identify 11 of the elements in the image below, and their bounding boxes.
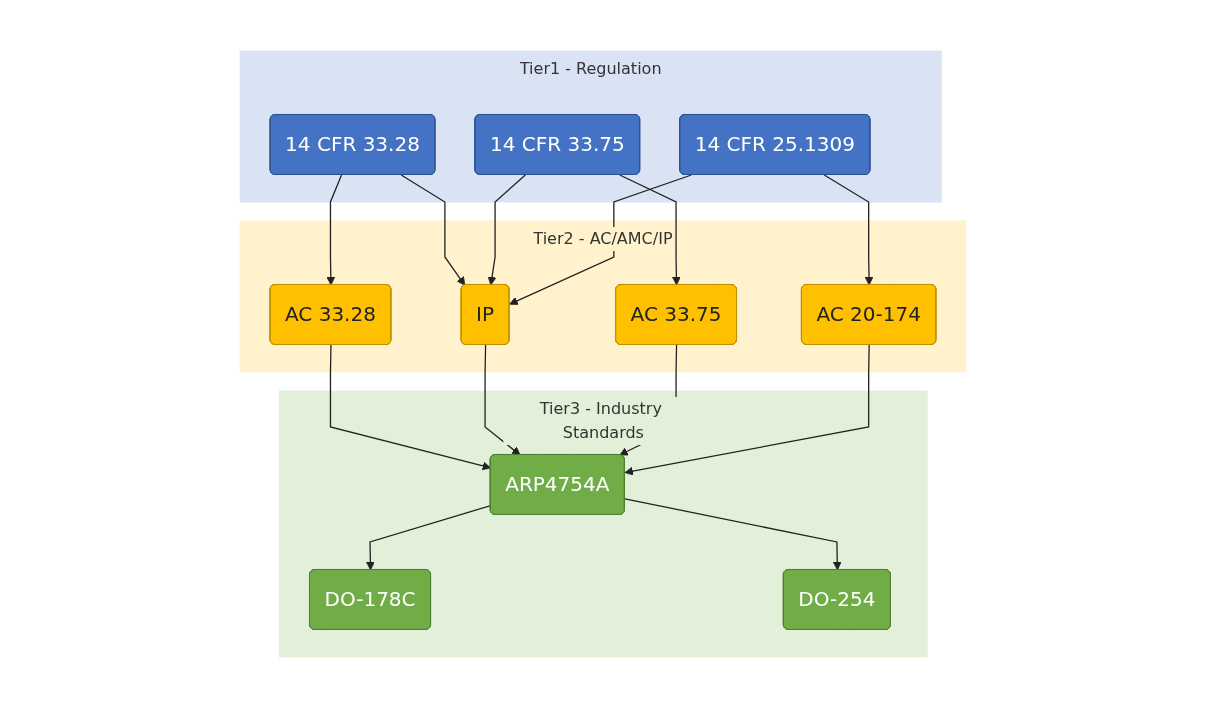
arrow bbox=[326, 173, 343, 285]
arrow bbox=[619, 173, 681, 285]
arrow bbox=[624, 497, 842, 570]
arrow bbox=[823, 173, 874, 285]
arrow bbox=[624, 343, 870, 475]
arrow bbox=[509, 173, 692, 305]
arrow bbox=[329, 343, 492, 470]
arrow bbox=[484, 343, 521, 455]
arrow bbox=[400, 173, 466, 286]
arrow bbox=[366, 504, 492, 570]
arrow bbox=[487, 173, 526, 285]
